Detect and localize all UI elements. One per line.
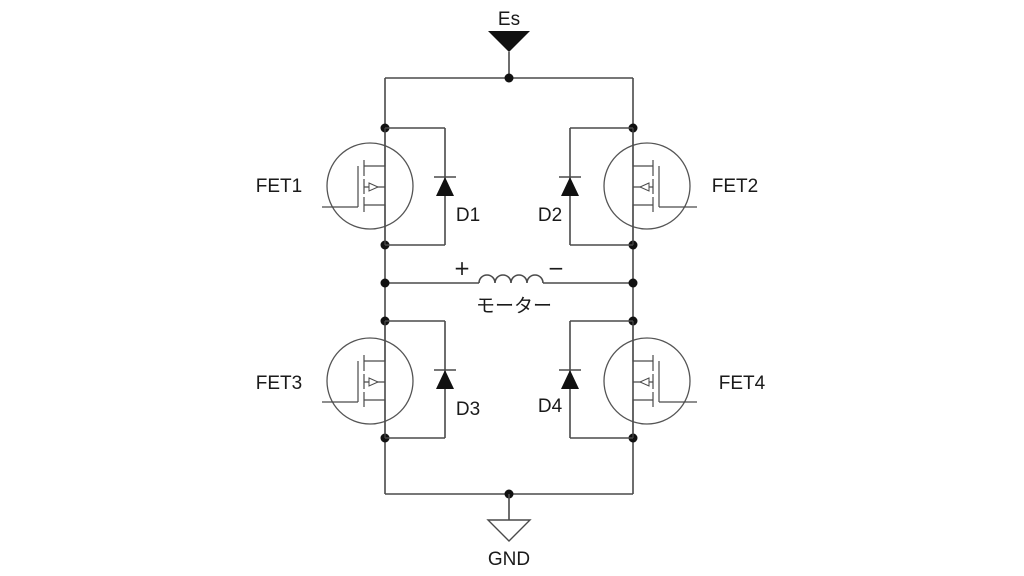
- fet2-drain: [632, 128, 653, 167]
- supply-symbol: [488, 31, 530, 78]
- fet4-circle-icon: [603, 337, 691, 425]
- fet3-source: [364, 399, 386, 438]
- fet1-source: [364, 204, 386, 245]
- fet3-circle-icon: [326, 337, 414, 425]
- fet1-drain: [364, 128, 386, 167]
- d2-label: D2: [538, 205, 562, 226]
- motor-coil-icon: [478, 274, 544, 284]
- fet1-arrow-icon: [368, 182, 380, 192]
- diode-d3: [434, 369, 456, 389]
- fet3-group: [322, 316, 446, 443]
- d1-diode-icon: [436, 177, 454, 196]
- fet4-source: [632, 399, 653, 438]
- d2-diode-icon: [561, 177, 579, 196]
- fet1-label: FET1: [256, 176, 302, 197]
- diode-d4: [559, 369, 581, 389]
- fet4-label: FET4: [719, 373, 766, 394]
- fet3-label: FET3: [256, 373, 302, 394]
- fet2-group: [569, 123, 697, 250]
- fet2-source: [632, 204, 653, 245]
- fet4-arrow-icon: [638, 377, 650, 387]
- fet4-drain: [632, 321, 653, 362]
- d3-label: D3: [456, 399, 480, 420]
- diode-d1: [434, 176, 456, 196]
- motor-branch: [385, 274, 633, 284]
- d3-diode-icon: [436, 370, 454, 389]
- fet3-drain: [364, 321, 386, 362]
- motor-plus-label: +: [454, 256, 471, 280]
- ground-symbol: [486, 494, 532, 542]
- node-top-center: [504, 73, 514, 83]
- motor-label: モーター: [476, 295, 552, 317]
- motor-minus-label: −: [548, 256, 565, 280]
- fet1-circle-icon: [326, 142, 414, 230]
- node-motor-left: [380, 278, 390, 288]
- fet2-arrow-icon: [638, 182, 650, 192]
- fet2-label: FET2: [712, 176, 758, 197]
- d1-label: D1: [456, 205, 480, 226]
- fet2-circle-icon: [603, 142, 691, 230]
- supply-triangle-icon: [488, 31, 530, 52]
- fet4-group: [569, 316, 697, 443]
- ground-triangle-icon: [486, 519, 532, 542]
- fet1-group: [322, 123, 446, 250]
- node-motor-right: [628, 278, 638, 288]
- supply-label: Es: [498, 9, 520, 30]
- diode-d2: [559, 176, 581, 196]
- d4-diode-icon: [561, 370, 579, 389]
- ground-label: GND: [488, 549, 530, 570]
- fet3-arrow-icon: [368, 377, 380, 387]
- d4-label: D4: [538, 396, 563, 417]
